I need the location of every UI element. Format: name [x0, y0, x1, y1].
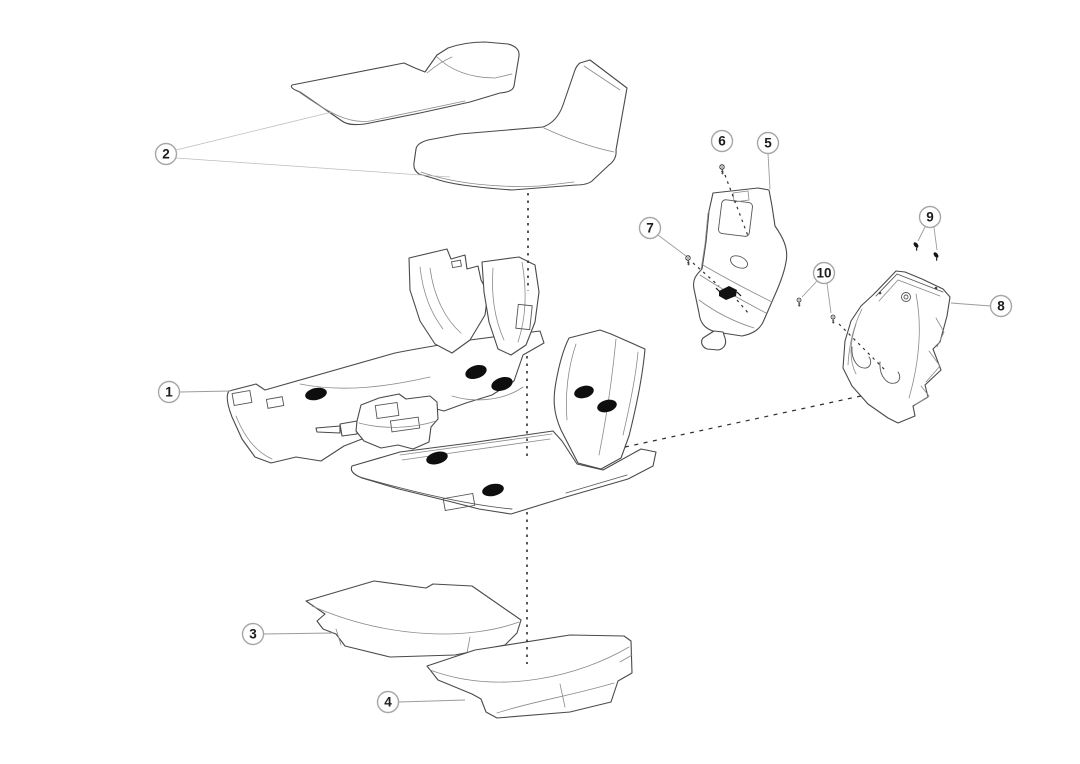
rear-underlay-pad: [426, 634, 633, 719]
callout-10[interactable]: 10: [812, 261, 836, 285]
svg-text:2: 2: [162, 147, 170, 162]
callout-5[interactable]: 5: [756, 131, 780, 155]
carpet-grommet-holes: [305, 364, 617, 497]
screw-alignment-line-7a: [692, 262, 720, 287]
screw-icon-7: [682, 254, 694, 266]
rear-quarter-trim-panel: [842, 270, 951, 424]
leader-line-7: [657, 234, 687, 257]
push-pin-icon-9a: [911, 240, 922, 252]
leader-line-10b: [826, 283, 832, 314]
callout-1[interactable]: 1: [157, 380, 181, 404]
svg-text:8: 8: [997, 299, 1005, 314]
leader-line-8: [950, 302, 991, 307]
svg-text:4: 4: [384, 695, 392, 710]
leader-line-1: [179, 390, 232, 393]
svg-text:9: 9: [926, 210, 934, 225]
callout-9[interactable]: 9: [918, 205, 942, 229]
leader-line-4: [398, 699, 466, 703]
leader-line-3: [263, 632, 334, 635]
screw-icon-10a: [793, 296, 805, 308]
screw-icon-10b: [827, 313, 839, 325]
callout-4[interactable]: 4: [376, 690, 400, 714]
b-pillar-lower-trim-panel: [693, 187, 788, 351]
callout-7[interactable]: 7: [638, 216, 662, 240]
front-underlay-pad: [305, 580, 522, 658]
svg-text:10: 10: [816, 266, 831, 281]
floor-mat-left: [290, 41, 520, 126]
leader-line-5: [767, 153, 771, 190]
callout-2[interactable]: 2: [154, 142, 178, 166]
screw-alignment-line-7b: [736, 299, 750, 315]
svg-text:7: 7: [646, 221, 654, 236]
carpet-to-panel-assembly-line: [624, 395, 862, 448]
callout-8[interactable]: 8: [989, 294, 1013, 318]
push-pin-icon-9b: [931, 250, 942, 262]
callout-3[interactable]: 3: [241, 622, 265, 646]
svg-text:1: 1: [165, 385, 173, 400]
svg-text:3: 3: [249, 627, 257, 642]
svg-text:6: 6: [718, 134, 726, 149]
screw-icon-6: [716, 163, 728, 175]
main-floor-carpet: [226, 248, 657, 515]
clip-icon-7: [715, 286, 742, 300]
leader-line-9b: [933, 227, 938, 251]
leader-line-10a: [801, 280, 818, 298]
svg-text:5: 5: [764, 136, 772, 151]
leader-line-2a: [175, 111, 333, 151]
leader-line-9a: [917, 226, 926, 242]
leader-line-2b: [175, 157, 451, 178]
callout-6[interactable]: 6: [710, 129, 734, 153]
screw-alignment-line-10: [838, 323, 887, 372]
